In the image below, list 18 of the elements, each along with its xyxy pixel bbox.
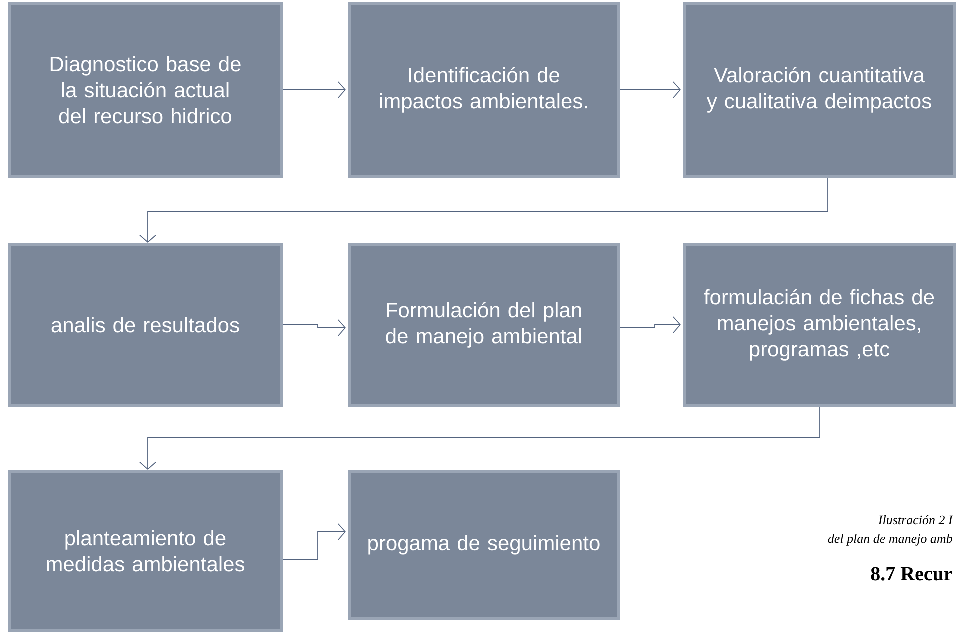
arrow	[140, 406, 820, 470]
process-box: progama de seguimiento	[348, 470, 620, 620]
caption-text: Ilustración 2 I	[878, 515, 954, 525]
arrow	[620, 316, 681, 334]
arrow	[620, 82, 681, 98]
process-box: formulacián de fichas de manejos ambientales, programas ,etc	[683, 243, 956, 407]
arrow	[282, 320, 346, 336]
arrow	[282, 524, 346, 560]
process-box: planteamiento de medidas ambientales	[8, 470, 283, 632]
section-heading: 8.7 Recur	[871, 567, 952, 581]
process-box: Formulación del plan de manejo ambiental	[348, 243, 620, 407]
arrow	[140, 178, 828, 243]
process-box: Valoración cuantitativa y cualitativa deimpactos	[683, 2, 956, 178]
process-box: Identificación de impactos ambientales.	[348, 2, 620, 178]
process-box: analis de resultados	[8, 243, 283, 407]
caption-text: del plan de manejo amb	[828, 534, 952, 546]
arrow	[282, 82, 346, 98]
process-box: Diagnostico base de la situación actual del recurso hidrico	[8, 2, 283, 178]
